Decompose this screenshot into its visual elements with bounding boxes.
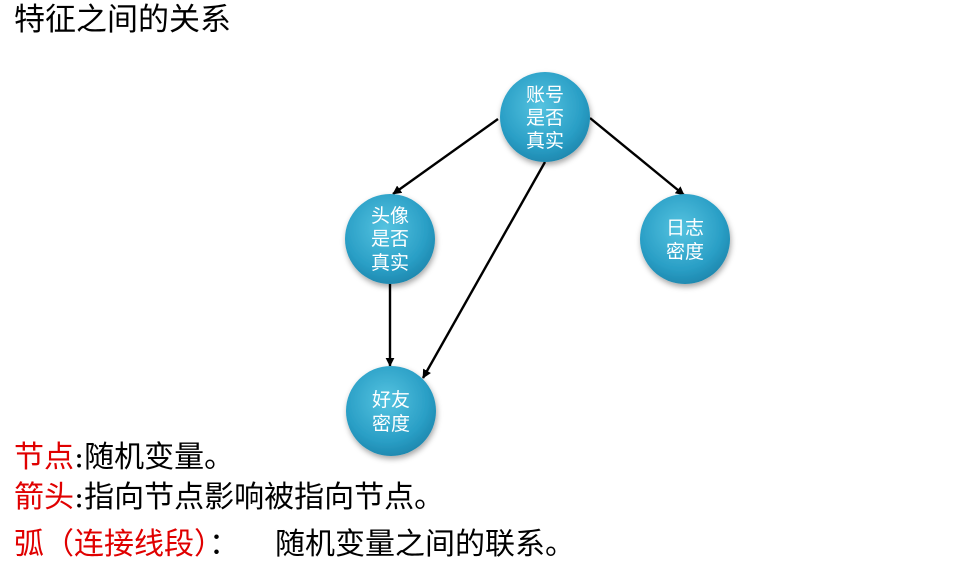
legend-desc-arc: 随机变量之间的联系。 xyxy=(275,527,575,562)
legend-term-node: 节点 xyxy=(14,440,74,475)
edge-account-to-log xyxy=(589,117,685,196)
node-account-line-2: 是否 xyxy=(526,107,564,129)
node-account-line-1: 账号 xyxy=(526,84,564,106)
legend-desc-arrow: 指向节点影响被指向节点。 xyxy=(84,480,445,515)
edge-account-to-avatar xyxy=(392,118,499,195)
node-log: 日志 密度 xyxy=(640,194,730,284)
node-log-line-2: 密度 xyxy=(666,241,704,263)
legend-node: 节点:随机变量。 xyxy=(14,438,234,478)
legend-arc: 弧（连接线段）： 随机变量之间的联系。 xyxy=(14,525,575,565)
node-avatar-line-2: 是否 xyxy=(371,228,409,250)
legend-sep: : xyxy=(74,440,85,475)
node-log-line-1: 日志 xyxy=(666,217,704,239)
legend-desc-node: 随机变量。 xyxy=(84,440,235,475)
node-friend: 好友 密度 xyxy=(346,366,436,456)
node-account-line-3: 真实 xyxy=(526,130,564,152)
legend-sep: : xyxy=(74,480,85,515)
node-friend-line-1: 好友 xyxy=(372,389,410,411)
node-account: 账号 是否 真实 xyxy=(500,72,590,162)
legend-term-arc: 弧（连接线段） xyxy=(14,527,209,562)
node-avatar-line-1: 头像 xyxy=(371,205,409,227)
legend-sep: ： xyxy=(209,527,239,562)
legend-arrow: 箭头:指向节点影响被指向节点。 xyxy=(14,478,444,518)
edge-account-to-friend xyxy=(421,161,547,379)
node-friend-line-2: 密度 xyxy=(372,413,410,435)
node-avatar-line-3: 真实 xyxy=(371,252,409,274)
page-title: 特征之间的关系 xyxy=(14,2,231,38)
legend-term-arrow: 箭头 xyxy=(14,480,74,515)
node-avatar: 头像 是否 真实 xyxy=(345,194,435,284)
